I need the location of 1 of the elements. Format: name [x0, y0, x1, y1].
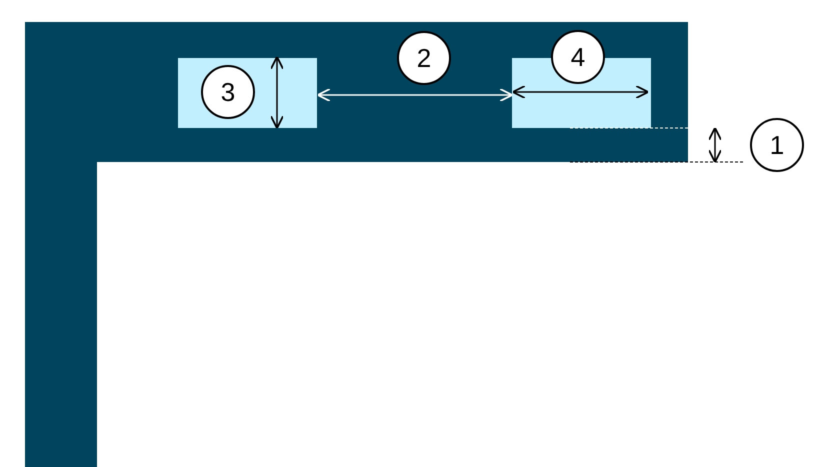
callout-number: 1 [750, 118, 804, 172]
